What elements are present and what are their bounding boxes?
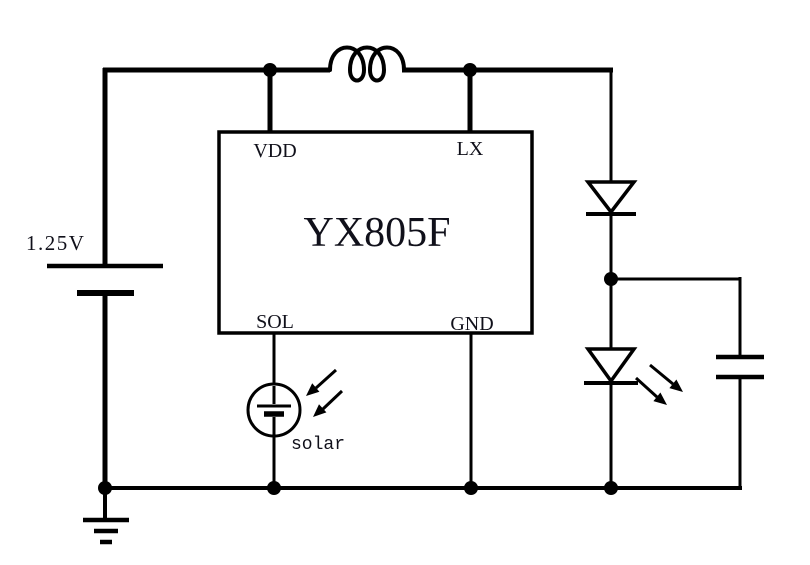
solar-cell: solar [246, 368, 345, 455]
junction-dot [267, 481, 281, 495]
diode [584, 180, 638, 216]
inductor-coil [328, 45, 406, 83]
ground-symbol [83, 488, 129, 545]
wires [102, 67, 742, 490]
pin-label-sol: SOL [256, 311, 294, 333]
junction-dot [604, 272, 618, 286]
led-triangle [584, 347, 638, 384]
ic-body [217, 130, 534, 335]
ic: VDD LX SOL GND YX805F [217, 130, 534, 335]
junction-dot [263, 63, 277, 77]
led-emission-arrows-icon [634, 363, 683, 405]
ic-name-label: YX805F [303, 210, 450, 256]
battery-voltage-label: 1.25V [26, 231, 85, 255]
junction-dot [604, 481, 618, 495]
junction-dots [98, 63, 618, 495]
pin-label-gnd: GND [450, 313, 493, 335]
capacitor [716, 354, 764, 380]
junction-dot [98, 481, 112, 495]
battery: 1.25V [26, 231, 163, 296]
pin-label-vdd: VDD [253, 140, 296, 162]
junction-dot [463, 63, 477, 77]
solar-cell-label: solar [291, 435, 345, 455]
inductor [328, 45, 406, 83]
pin-label-lx: LX [457, 138, 484, 160]
junction-dot [464, 481, 478, 495]
solar-incident-light-arrows-icon [306, 368, 344, 417]
led [584, 347, 683, 405]
diode-triangle [584, 180, 638, 215]
